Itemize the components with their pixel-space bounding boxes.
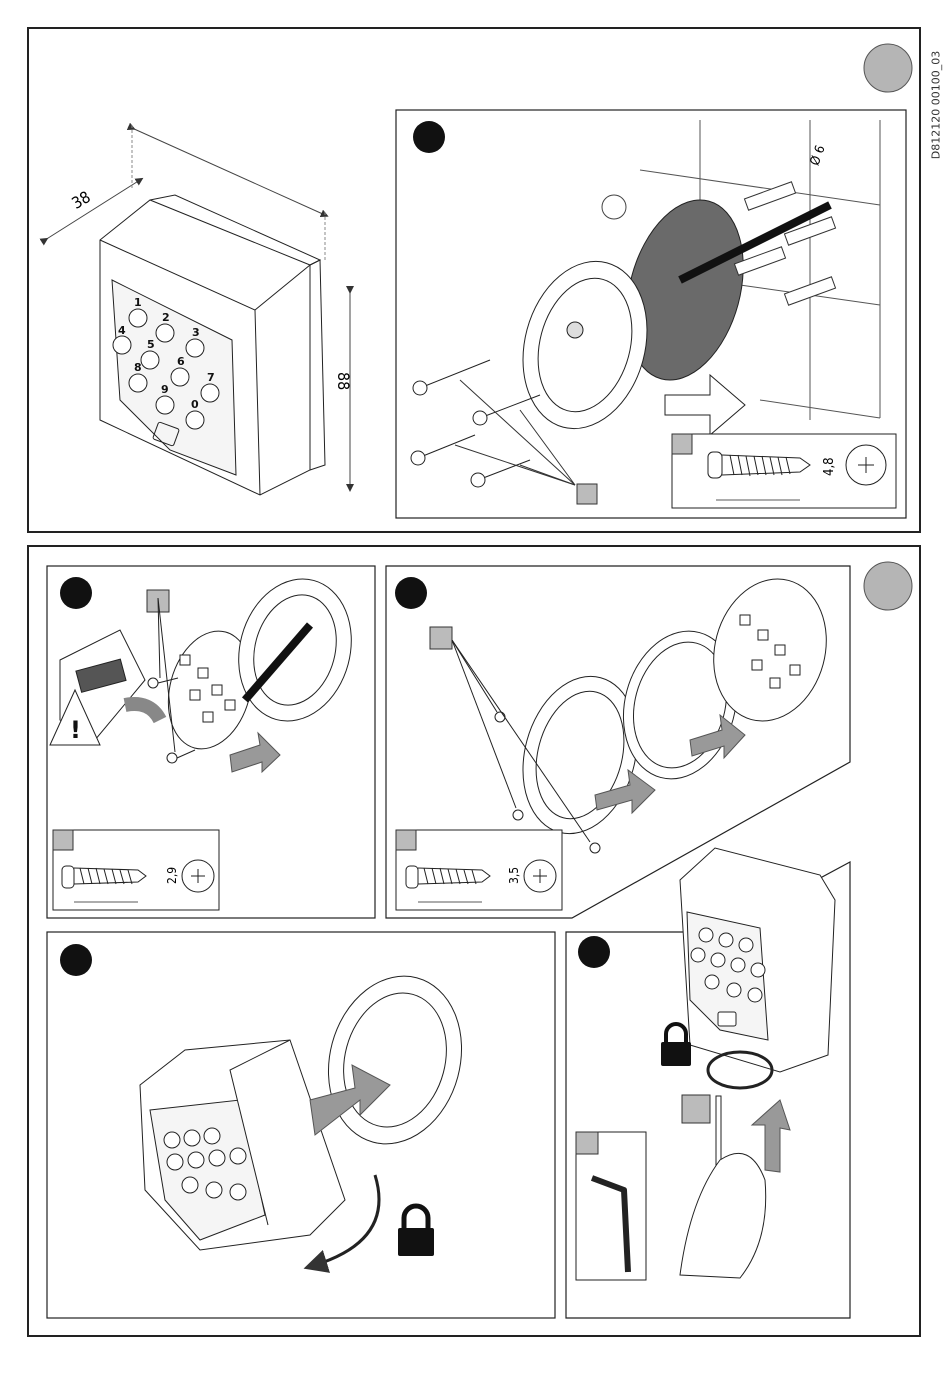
wiring-board: ! xyxy=(50,630,145,745)
step-badge-5 xyxy=(578,936,610,968)
direction-arrow-5 xyxy=(752,1100,790,1172)
screw-size-right: 3,5 xyxy=(507,867,521,884)
screw-size-left: 2,9 xyxy=(165,867,179,884)
dimension-height: 88 xyxy=(334,372,353,390)
direction-arrow-2 xyxy=(230,733,280,772)
section-badge-top xyxy=(864,44,912,92)
mounting-screws xyxy=(411,360,540,487)
screw-size-top: 4,8 xyxy=(822,457,837,476)
hole-diameter: Ø 6 xyxy=(808,144,829,168)
step-badge-1 xyxy=(413,121,445,153)
lock-icon xyxy=(398,1206,434,1256)
lock-icon-5 xyxy=(661,1024,691,1066)
curved-arrow-2 xyxy=(125,704,160,720)
keypad-dimension-view xyxy=(45,125,350,495)
step-badge-4 xyxy=(60,944,92,976)
ref-square-1 xyxy=(577,484,597,504)
direction-arrow-1 xyxy=(665,375,745,435)
step-badge-3 xyxy=(395,577,427,609)
callout-circle xyxy=(602,195,626,219)
section-badge-bottom xyxy=(864,562,912,610)
housing-4 xyxy=(310,961,480,1159)
step-badge-2 xyxy=(60,577,92,609)
dimension-width: 38 xyxy=(68,187,93,213)
svg-text:!: ! xyxy=(70,716,81,744)
